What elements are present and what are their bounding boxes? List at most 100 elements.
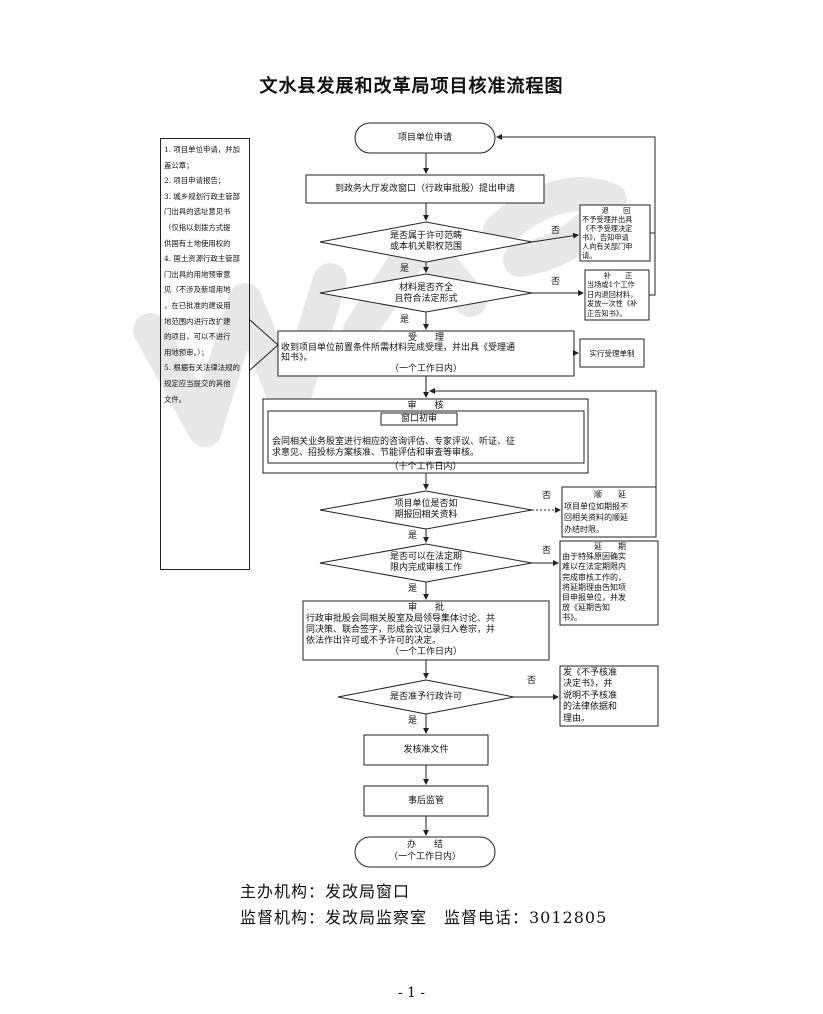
review-inner-box <box>267 410 585 464</box>
review-body-line2: 求意见、招投标方案核准、节能评估和审查等审核。 <box>272 448 480 458</box>
no-label-3: 否 <box>542 491 552 501</box>
postpone-line: 项目单位如期报不 <box>564 501 628 511</box>
accept-box <box>277 330 575 377</box>
accept-note-text: 实行受理单制 <box>589 349 635 358</box>
return-text: 退 回不予受理并出具《不予受理决定书》，告知申请人向有关部门申请。 <box>582 206 650 260</box>
yes-label-1: 是 <box>400 264 410 274</box>
decision-materials-line2: 且符合法定形式 <box>394 294 458 304</box>
organizer-line: 主办机构：发改局窗口 <box>240 882 411 901</box>
no-label-2: 否 <box>551 277 561 287</box>
window-review-box <box>380 412 458 426</box>
yes-label-3: 是 <box>408 531 418 541</box>
extend-line: 放《延期告知 <box>562 603 610 613</box>
return-line: 请。 <box>582 251 597 260</box>
sidebar-line: ，在已批准的建设用 <box>164 300 231 310</box>
supervisor-line: 监督机构：发改局监察室 监督电话：3012805 <box>240 908 608 927</box>
sidebar-line: 3. 城乡规划行政主管部 <box>164 191 240 201</box>
approve-heading: 审 批 <box>407 603 444 613</box>
extend-line: 书》。 <box>562 613 582 623</box>
deny-box <box>559 665 659 727</box>
sidebar-line: 4. 国土资源行政主管部 <box>164 254 240 264</box>
start-terminal <box>354 122 496 154</box>
sidebar-line: 盖公章； <box>164 160 194 170</box>
supervise-box <box>363 785 489 817</box>
sidebar-line: 供国有土地使用权的 <box>164 238 231 248</box>
sidebar-line: 门出具的选址意见书 <box>164 207 231 217</box>
review-heading: 审 核 <box>407 401 444 411</box>
yes-label-5: 是 <box>408 716 418 726</box>
sidebar-line: 用地预审。）； <box>164 347 209 357</box>
supplement-line: 当场或1个工作 <box>587 280 635 290</box>
page-title: 文水县发展和改革局项目核准流程图 <box>259 76 564 97</box>
supplement-line: 补 正 <box>603 271 633 280</box>
return-line: 书》，告知申请 <box>582 233 629 242</box>
return-box <box>579 204 651 262</box>
window-review-label: 窗口初审 <box>400 414 437 424</box>
sidebar-line: 规定应当提交的其他 <box>164 378 231 388</box>
issue-label: 发核准文件 <box>403 745 449 755</box>
decision-deadline-line2: 限内完成审核工作 <box>389 563 462 573</box>
submit-label: 到政务大厅发改窗口（行政审批股）提出申请 <box>334 184 515 194</box>
no-label-1: 否 <box>551 226 561 236</box>
start-label: 项目单位申请 <box>397 133 452 143</box>
extend-line: 将延期理由告知项 <box>562 582 626 592</box>
extend-line: 完成审核工作的， <box>562 572 626 582</box>
review-time: （十个工作日内） <box>389 462 462 472</box>
supplement-box <box>584 269 650 321</box>
no-label-4: 否 <box>542 546 552 556</box>
decision-permit-label: 是否准予行政许可 <box>389 692 462 702</box>
approve-body-line3: 依法作出许可或不予许可的决定。 <box>306 636 442 646</box>
deny-line: 决定书》，并 <box>563 679 613 690</box>
supplement-line: 发放一次性《补 <box>587 299 638 309</box>
deny-line: 理由。 <box>563 713 591 724</box>
sidebar-line: 文件。 <box>164 394 187 404</box>
supplement-text: 补 正当场或1个工作日内退回材料，发放一次性《补正告知书》。 <box>587 271 649 318</box>
extend-line: 目申报单位，并发 <box>562 593 626 603</box>
return-line: 退 回 <box>601 206 631 215</box>
sidebar-line: 门出具的用地预审意 <box>164 269 231 279</box>
approve-box <box>302 600 550 661</box>
sidebar-line: 见（不涉及新增用地 <box>164 285 231 295</box>
no-label-5: 否 <box>527 676 537 686</box>
sidebar-line: 2. 项目申请报告； <box>164 176 226 186</box>
decision-resubmit-line1: 项目单位是否如 <box>394 499 458 509</box>
postpone-line: 办结时限。 <box>564 524 604 534</box>
accept-body-line2: 知书》。 <box>281 353 313 363</box>
postpone-line: 顺 延 <box>594 490 626 499</box>
approve-time: （一个工作日内） <box>389 647 462 657</box>
decision-scope-line1: 是否属于许可范畴 <box>389 231 462 241</box>
end-heading: 办 结 <box>406 840 443 850</box>
return-line: 不予受理并出具 <box>582 215 633 224</box>
postpone-line: 回相关资料的顺延 <box>564 513 628 522</box>
accept-body-line1: 收到项目单位前置条件所需材料完成受理，并出具《受理通 <box>281 343 516 353</box>
sidebar-line: 的项目，可以不进行 <box>164 332 231 342</box>
yes-label-4: 是 <box>408 584 418 594</box>
approve-body-line1: 行政审批股会同相关股室及局领导集体讨论、共 <box>306 614 496 624</box>
sidebar-line: 5. 根据有关法律法规的 <box>164 363 240 373</box>
accept-note-box <box>579 338 645 368</box>
return-line: 《不予受理决定 <box>582 224 633 233</box>
extend-text: 延 期由于特殊原因确实难以在法定期限内完成审核工作的，将延期理由告知项目申报单位… <box>562 542 658 624</box>
extend-line: 延 期 <box>594 542 626 551</box>
extend-box <box>559 540 659 626</box>
extend-line: 难以在法定期限内 <box>562 562 626 572</box>
sidebar-line: 1. 项目单位申请，并加 <box>164 145 240 154</box>
end-terminal <box>354 836 496 868</box>
postpone-text: 顺 延项目单位如期报不回相关资料的顺延办结时限。 <box>564 489 656 535</box>
submit-box <box>305 174 545 204</box>
accept-time: （一个工作日内） <box>389 364 462 374</box>
deny-line: 说明不予核准 <box>563 690 618 701</box>
accept-heading: 受 理 <box>407 333 444 343</box>
page-number: - 1 - <box>397 985 426 1001</box>
deny-text: 发《不予核准决定书》，并说明不予核准的法律依据和理由。 <box>563 668 657 725</box>
review-body-line1: 会同相关业务股室进行相应的咨询评估、专家评议、听证、征 <box>272 437 516 447</box>
yes-label-2: 是 <box>400 315 410 325</box>
supplement-line: 正告知书》。 <box>587 308 627 318</box>
supervise-label: 事后监管 <box>407 796 444 806</box>
decision-scope-line2: 或本机关职权范围 <box>389 242 462 252</box>
deny-line: 的法律依据和 <box>563 702 618 713</box>
decision-deadline-line1: 是否可以在法定期 <box>389 552 462 562</box>
supplement-line: 日内退回材料， <box>587 289 638 299</box>
